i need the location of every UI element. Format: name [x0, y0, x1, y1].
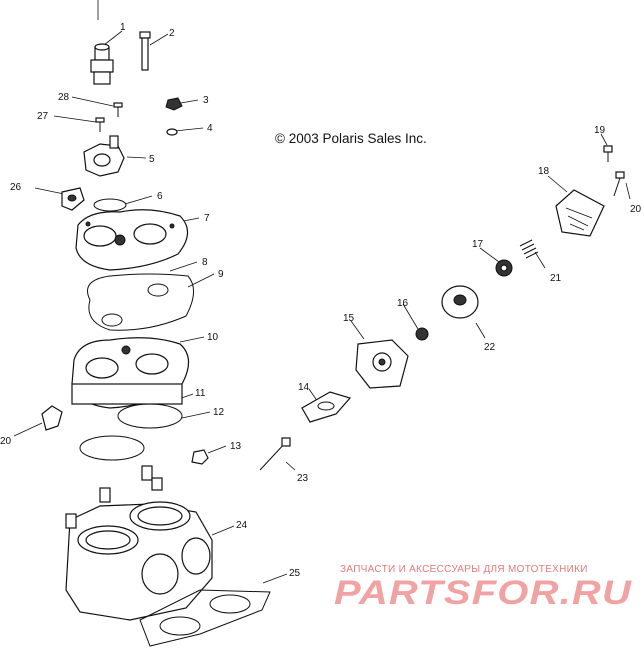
part-16-seal: [415, 327, 429, 341]
part-5-housing: [83, 135, 125, 177]
part-6-o-ring: [93, 198, 127, 212]
part-11-o-ring: [117, 403, 183, 429]
part-20-bolt: [613, 171, 625, 197]
callout-21: 21: [550, 273, 562, 284]
part-28-screw: [95, 117, 105, 132]
callout-29: 28: [58, 92, 70, 103]
callout-labels: 1 2 3 4 5 6 7 8 9 10 11 12 13 14 15 16 1…: [0, 22, 642, 579]
callout-28: 27: [37, 111, 49, 122]
part-12-o-ring: [79, 435, 145, 461]
callout-13: 13: [230, 441, 242, 452]
callout-24: 24: [236, 520, 248, 531]
callout-15: 15: [343, 313, 355, 324]
part-13-nut: [191, 449, 209, 465]
callout-1: 1: [120, 22, 126, 33]
part-25-base-gasket: [139, 589, 271, 647]
callout-5: 5: [149, 154, 155, 165]
watermark-brand: PARTSFOR.RU: [334, 574, 633, 612]
callout-8: 8: [202, 257, 208, 268]
copyright-text: © 2003 Polaris Sales Inc.: [275, 131, 427, 146]
watermark: ЗАПЧАСТИ И АКСЕССУАРЫ ДЛЯ МОТОТЕХНИКИ PA…: [334, 564, 633, 612]
part-1-fitting: [90, 43, 114, 85]
part-21-spring: [519, 239, 539, 259]
part-3-nut: [165, 97, 183, 111]
callout-2: 2: [169, 28, 175, 39]
part-7-head-cover: [75, 209, 189, 271]
part-23-sensor: [259, 437, 291, 471]
callout-20-left: 20: [0, 436, 12, 447]
part-4-washer: [166, 128, 178, 136]
part-8-seal: [87, 273, 194, 331]
callout-4: 4: [207, 123, 213, 134]
callout-16: 16: [397, 298, 409, 309]
part-22-impeller: [441, 285, 479, 319]
callout-19: 19: [594, 125, 606, 136]
callout-18: 18: [538, 166, 550, 177]
part-17-bearing: [495, 259, 513, 277]
callout-7: 7: [204, 213, 210, 224]
part-26-elbow-fitting: [41, 405, 63, 431]
callout-3: 3: [203, 95, 209, 106]
part-19-screw: [603, 145, 613, 162]
part-10-cylinder-head: [71, 337, 190, 409]
callout-25: 25: [289, 568, 301, 579]
part-24-cylinder-block: [65, 465, 213, 621]
part-27-thermostat: [61, 187, 85, 211]
part-9-gasket: [101, 283, 169, 327]
callout-17: 17: [472, 239, 484, 250]
part-2-bolt: [139, 31, 151, 71]
part-18-cover: [555, 189, 605, 237]
callout-20-right: 20: [630, 204, 642, 215]
part-14-gasket: [301, 391, 352, 423]
leader-lines: [13, 0, 631, 584]
callout-9: 9: [218, 269, 224, 280]
callout-23: 23: [297, 473, 309, 484]
callout-10: 10: [207, 332, 219, 343]
callout-22: 22: [484, 342, 496, 353]
part-29-screw: [113, 102, 123, 117]
callout-12: 12: [213, 407, 225, 418]
callout-11: 11: [195, 388, 206, 399]
callout-27: 26: [10, 182, 22, 193]
callout-6: 6: [157, 191, 163, 202]
watermark-tagline: ЗАПЧАСТИ И АКСЕССУАРЫ ДЛЯ МОТОТЕХНИКИ: [340, 564, 588, 575]
callout-14: 14: [298, 382, 310, 393]
part-15-pump-cover: [355, 339, 409, 389]
